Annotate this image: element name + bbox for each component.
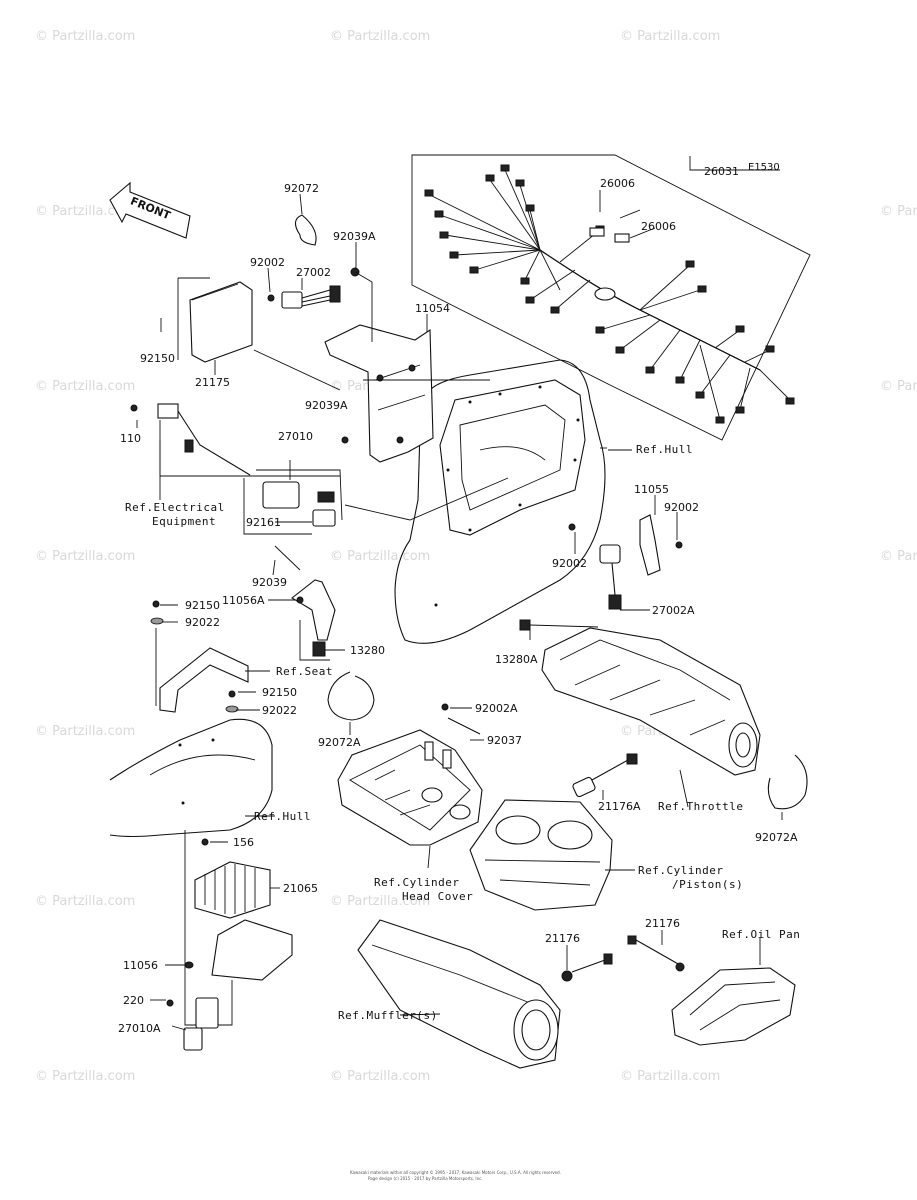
ref-label[interactable]: /Piston(s) — [672, 878, 743, 891]
throttle-body — [519, 619, 761, 776]
part-label[interactable]: 92039A — [333, 230, 376, 243]
clamp-92072A-right — [767, 754, 808, 810]
part-label[interactable]: 21175 — [195, 376, 230, 389]
part-label[interactable]: 92072A — [318, 736, 361, 749]
part-label[interactable]: 92022 — [262, 704, 297, 717]
part-label[interactable]: 92072 — [284, 182, 319, 195]
part-label[interactable]: 27010 — [278, 430, 313, 443]
sensor-27002A — [568, 514, 683, 610]
ecu-21175 — [177, 277, 253, 363]
front-arrow: FRONT — [109, 181, 191, 239]
part-label[interactable]: 110 — [120, 432, 141, 445]
watermark: © Partzilla.com — [35, 724, 135, 739]
part-label[interactable]: 220 — [123, 994, 144, 1007]
part-label[interactable]: 11055 — [634, 483, 669, 496]
ref-label[interactable]: Ref.Cylinder — [374, 876, 459, 889]
watermark: © Partzilla.com — [35, 549, 135, 564]
part-label[interactable]: 92002 — [250, 256, 285, 269]
part-label[interactable]: 21176 — [545, 932, 580, 945]
copyright-footer: Page design (c) 2015 - 2017 by Partzilla… — [368, 1176, 483, 1181]
part-label[interactable]: 92150 — [185, 599, 220, 612]
leader-lines — [136, 156, 783, 1031]
part-label[interactable]: 26031 — [704, 165, 739, 178]
part-label[interactable]: 11056A — [222, 594, 265, 607]
muffler — [357, 919, 561, 1069]
watermark: © Partzilla.com — [330, 1069, 430, 1084]
watermark: © Partzilla.com — [880, 549, 917, 564]
part-label[interactable]: 26006 — [641, 220, 676, 233]
ref-label[interactable]: Ref.Seat — [276, 665, 333, 678]
part-label[interactable]: 92039 — [252, 576, 287, 589]
ref-label[interactable]: Ref.Electrical — [125, 501, 225, 514]
oil-pan — [671, 967, 796, 1046]
hull-upper — [394, 359, 606, 644]
watermark: © Partzilla.com — [620, 29, 720, 44]
part-label[interactable]: 92039A — [305, 399, 348, 412]
part-label[interactable]: 92150 — [262, 686, 297, 699]
hull-lower — [109, 718, 273, 838]
sensor-27002 — [267, 267, 360, 309]
part-label[interactable]: 11054 — [415, 302, 450, 315]
part-label[interactable]: 21176A — [598, 800, 641, 813]
wire-harness-group — [411, 154, 811, 441]
part-label[interactable]: 27002A — [652, 604, 695, 617]
harness-connectors — [424, 164, 795, 424]
watermark: © Partzilla.com — [880, 204, 917, 219]
cylinder-piston — [469, 799, 613, 911]
ref-label[interactable]: Ref.Hull — [636, 443, 693, 456]
part-label[interactable]: 11056 — [123, 959, 158, 972]
part-label[interactable]: 26006 — [600, 177, 635, 190]
bracket-11056A — [274, 545, 336, 661]
ref-label[interactable]: Head Cover — [402, 890, 473, 903]
part-label[interactable]: 92161 — [246, 516, 281, 529]
copyright-footer: Kawasaki materials within all copyright … — [350, 1170, 561, 1175]
part-label[interactable]: 156 — [233, 836, 254, 849]
part-label[interactable]: 21065 — [283, 882, 318, 895]
ref-label[interactable]: Ref.Muffler(s) — [338, 1009, 438, 1022]
part-labels: 92072 92039A 92002 27002 11054 92150 211… — [118, 165, 798, 1035]
relay-27010A — [166, 997, 219, 1051]
part-label[interactable]: 92072A — [755, 831, 798, 844]
part-label[interactable]: 27010A — [118, 1022, 161, 1035]
watermark: © Partzilla.com — [880, 379, 917, 394]
watermark: © Partzilla.com — [35, 379, 135, 394]
sensor-21176A — [572, 753, 638, 798]
ref-label[interactable]: Ref.Hull — [254, 810, 311, 823]
cylinder-head-cover — [337, 703, 483, 846]
seat-bracket — [150, 600, 249, 713]
ref-label[interactable]: Ref.Throttle — [658, 800, 743, 813]
watermark-layer: © Partzilla.com © Partzilla.com © Partzi… — [35, 29, 917, 1084]
watermark: © Partzilla.com — [35, 1069, 135, 1084]
watermark: © Partzilla.com — [35, 29, 135, 44]
ref-label[interactable]: Ref.Oil Pan — [722, 928, 800, 941]
watermark: © Partzilla.com — [35, 894, 135, 909]
reference-labels: Ref.Electrical Equipment Ref.Hull Ref.Se… — [125, 443, 800, 1022]
watermark: © Partzilla.com — [330, 894, 430, 909]
regulator-21065 — [184, 830, 293, 1026]
watermark: © Partzilla.com — [35, 204, 135, 219]
clamp-92072-top — [294, 214, 317, 246]
ref-label[interactable]: Equipment — [152, 515, 216, 528]
ref-label[interactable]: Ref.Cylinder — [638, 864, 723, 877]
watermark: © Partzilla.com — [330, 549, 430, 564]
part-label[interactable]: 92002 — [664, 501, 699, 514]
part-label[interactable]: 92150 — [140, 352, 175, 365]
sensors-21176 — [561, 935, 685, 982]
clamp-92072A-left — [327, 671, 375, 721]
diagram-code: E1530 — [748, 162, 780, 173]
part-label[interactable]: 92002A — [475, 702, 518, 715]
bracket-11054 — [324, 324, 434, 463]
part-label[interactable]: 92022 — [185, 616, 220, 629]
part-label[interactable]: 27002 — [296, 266, 331, 279]
part-label[interactable]: 21176 — [645, 917, 680, 930]
watermark: © Partzilla.com — [620, 1069, 720, 1084]
part-label[interactable]: 13280A — [495, 653, 538, 666]
part-label[interactable]: 92037 — [487, 734, 522, 747]
part-label[interactable]: 13280 — [350, 644, 385, 657]
watermark: © Partzilla.com — [330, 29, 430, 44]
part-label[interactable]: 92002 — [552, 557, 587, 570]
